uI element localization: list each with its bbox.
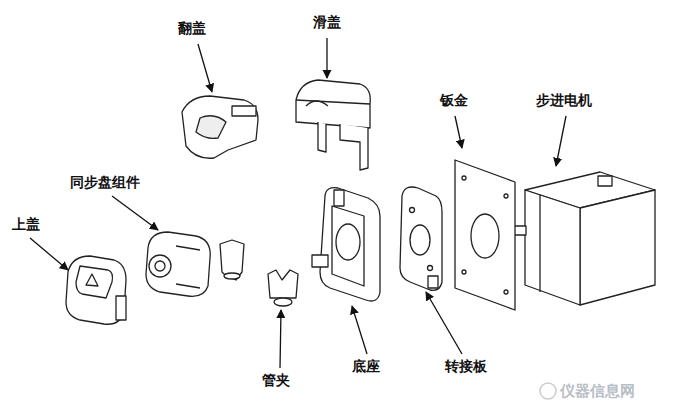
part-label: 底座 [352,358,380,375]
watermark-logo [540,383,556,399]
part-label: 同步盘组件 [70,174,140,191]
sheet-metal [455,160,515,310]
flip-cover [182,96,258,158]
adapter-plate [400,187,442,290]
part-label: 钣金 [440,92,468,109]
part-label: 步进电机 [536,92,592,109]
watermark: 仪器信息网 [560,382,635,400]
part-label: 管夹 [262,372,290,389]
part-label: 滑盖 [313,14,341,31]
top-cover [66,256,126,324]
sync-disc-assembly [146,232,244,296]
part-label: 翻盖 [178,20,206,37]
stepper-motor [510,172,655,305]
tube-clamp [268,270,298,306]
part-label: 转接板 [445,358,487,375]
base [312,188,380,301]
leader-arrows [30,38,566,368]
part-label: 上盖 [12,216,40,233]
slide-cover [296,80,370,170]
